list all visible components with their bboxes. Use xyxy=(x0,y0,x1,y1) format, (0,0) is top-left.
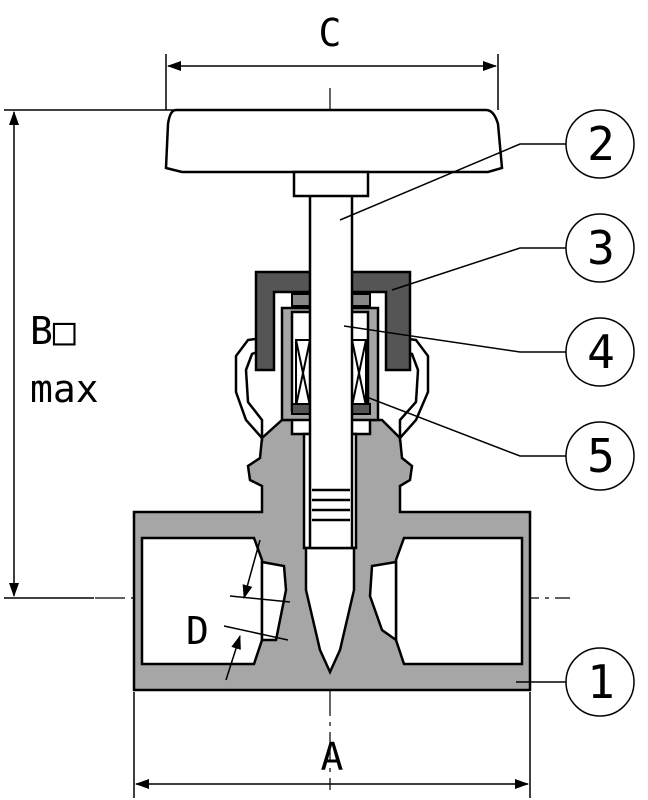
callout-4-number: 4 xyxy=(587,325,615,379)
dimension-a-label: A xyxy=(321,735,344,779)
dimension-c xyxy=(165,54,499,110)
valve-stem xyxy=(308,190,354,550)
handwheel-hub xyxy=(292,170,370,198)
needle-tip xyxy=(304,546,356,676)
callout-5-number: 5 xyxy=(587,429,615,483)
leader-lines xyxy=(339,143,566,683)
dimension-c-label: C xyxy=(319,11,342,55)
handwheel-cap xyxy=(164,108,504,174)
packing-rings xyxy=(291,293,371,415)
dimension-b-suffix: max xyxy=(30,367,99,411)
callout-5-circle xyxy=(565,421,635,491)
right-passage xyxy=(368,560,398,643)
dimension-d-label: D xyxy=(186,609,209,653)
dimension-d xyxy=(223,539,291,681)
dimension-a xyxy=(133,692,531,798)
handwheel xyxy=(164,108,504,198)
callout-2-circle xyxy=(565,109,635,179)
dimension-b-label: B□ xyxy=(30,309,76,353)
callout-balloons xyxy=(565,109,635,717)
right-port xyxy=(394,536,524,666)
callout-1-circle xyxy=(565,647,635,717)
callout-4-circle xyxy=(565,317,635,387)
callout-2-number: 2 xyxy=(587,117,615,171)
callout-3-number: 3 xyxy=(587,221,615,275)
callout-1-number: 1 xyxy=(587,655,615,709)
dimension-b xyxy=(4,109,176,599)
callout-3-circle xyxy=(565,213,635,283)
